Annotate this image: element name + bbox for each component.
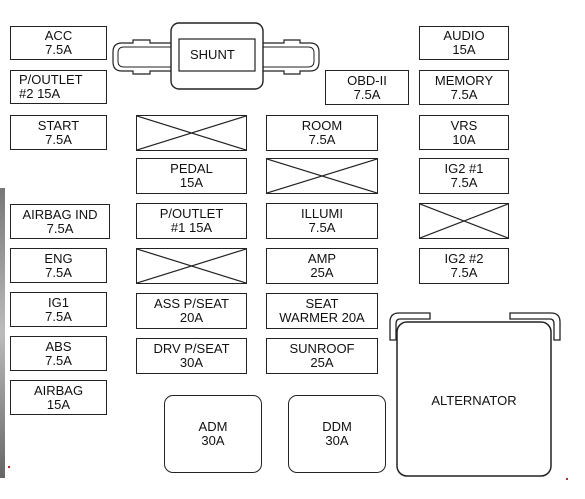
fuse-pedal[interactable]: PEDAL 15A (136, 158, 247, 194)
fuse-rating: 7.5A (46, 220, 74, 236)
fuse-name: AIRBAG (33, 382, 84, 398)
alternator-label: ALTERNATOR (431, 393, 517, 408)
fuse-name: IG1 (48, 294, 69, 310)
fuse-rating: 7.5A (450, 265, 478, 280)
shunt-left-connector-inner (117, 46, 171, 68)
fuse-audio[interactable]: AUDIO 15A (419, 26, 509, 60)
fuse-name: ROOM (301, 118, 343, 133)
fuse-ig2-1[interactable]: IG2 #1 7.5A (419, 158, 509, 194)
fuse-rating: 7.5A (45, 42, 72, 57)
fuse-name: P/OUTLET (159, 206, 224, 221)
fuse-name: ACC (44, 28, 73, 43)
fuse-rating: 7.5A (45, 308, 72, 324)
fuse-airbag-ind[interactable]: AIRBAG IND 7.5A (10, 204, 110, 239)
fuse-seat-warmer[interactable]: SEAT WARMER 20A (266, 293, 378, 329)
fuse-ddm[interactable]: DDM 30A (288, 395, 386, 473)
fuse-name: AIRBAG IND (22, 206, 98, 222)
left-edge-strip (0, 188, 5, 478)
fuse-rating: 30A (179, 355, 204, 370)
fuse-slot-empty (266, 158, 378, 194)
fuse-name: PEDAL (170, 161, 213, 176)
fuse-ig2-2[interactable]: IG2 #2 7.5A (419, 248, 509, 284)
fuse-name: ASS P/SEAT (154, 296, 229, 311)
fuse-name: START (37, 117, 80, 133)
fuse-ig1[interactable]: IG1 7.5A (10, 292, 107, 327)
fuse-rating: 30A (201, 433, 225, 448)
scan-artifact-dot (8, 466, 10, 468)
fuse-rating: 25A (310, 265, 334, 280)
fuse-adm[interactable]: ADM 30A (164, 395, 262, 473)
fuse-obd-ii[interactable]: OBD-II 7.5A (325, 70, 409, 105)
fuse-p-outlet-2[interactable]: P/OUTLET #2 15A (10, 70, 107, 104)
fuse-slot-empty (136, 248, 247, 284)
fuse-amp[interactable]: AMP 25A (266, 248, 378, 284)
fuse-name: AUDIO (443, 28, 485, 43)
fuse-rating: 7.5A (45, 131, 72, 147)
shunt-label: SHUNT (190, 47, 235, 62)
fuse-name: SEAT (305, 296, 339, 311)
fuse-slot-empty (136, 115, 247, 151)
fuse-rating: 20A (179, 310, 204, 325)
fuse-name: IG2 #2 (444, 251, 484, 266)
fuse-rating: 10A (452, 131, 476, 147)
fuse-name: DDM (322, 419, 352, 434)
fuse-room[interactable]: ROOM 7.5A (266, 115, 378, 151)
fuse-start[interactable]: START 7.5A (10, 115, 107, 150)
empty-slot-cross (137, 249, 246, 283)
fuse-name: ILLUMI (301, 206, 343, 221)
fuse-rating: 7.5A (308, 220, 336, 235)
fuse-drv-p-seat[interactable]: DRV P/SEAT 30A (136, 338, 247, 374)
fuse-memory[interactable]: MEMORY 7.5A (419, 70, 509, 105)
fuse-rating: 7.5A (45, 352, 72, 368)
fuse-rating: #2 15A (19, 86, 61, 101)
fuse-illumi[interactable]: ILLUMI 7.5A (266, 203, 378, 239)
shunt-right-connector (263, 39, 320, 75)
fuse-rating: 25A (310, 355, 334, 370)
fuse-rating: WARMER 20A (279, 310, 365, 325)
fuse-rating: 7.5A (450, 175, 478, 190)
shunt-left-connector (112, 39, 171, 75)
fuse-rating: 15A (46, 396, 71, 412)
fuse-slot-empty (419, 203, 509, 239)
empty-slot-cross (267, 159, 377, 193)
fuse-name: SUNROOF (289, 341, 355, 356)
empty-slot-cross (420, 204, 508, 238)
fuse-rating: 7.5A (353, 86, 381, 102)
fuse-acc[interactable]: ACC 7.5A (10, 26, 107, 60)
empty-slot-cross (137, 116, 246, 150)
fuse-rating: 15A (452, 42, 476, 57)
fuse-eng[interactable]: ENG 7.5A (10, 248, 107, 283)
fuse-airbag[interactable]: AIRBAG 15A (10, 380, 107, 415)
fuse-rating: 7.5A (308, 132, 336, 147)
fuse-abs[interactable]: ABS 7.5A (10, 336, 107, 371)
alternator-body (396, 321, 552, 477)
fuse-name: ADM (198, 419, 228, 434)
fuse-ass-p-seat[interactable]: ASS P/SEAT 20A (136, 293, 247, 329)
fuse-name: DRV P/SEAT (153, 341, 230, 356)
fuse-rating: 7.5A (450, 86, 478, 102)
fuse-p-outlet-1[interactable]: P/OUTLET #1 15A (136, 203, 247, 239)
fuse-rating: #1 15A (170, 220, 213, 235)
alternator-right-clip (509, 312, 561, 341)
fuse-name: OBD-II (347, 72, 387, 88)
fuse-name: ENG (44, 250, 73, 266)
fuse-rating: 30A (325, 433, 349, 448)
fuse-rating: 15A (179, 175, 204, 190)
fuse-name: P/OUTLET (19, 72, 83, 87)
shunt-inner-box (178, 38, 256, 72)
fuse-name: MEMORY (434, 72, 494, 88)
fuse-name: VRS (450, 117, 478, 133)
fuse-rating: 7.5A (45, 264, 72, 280)
fuse-name: ABS (45, 338, 72, 354)
shunt-right-connector-inner (263, 46, 315, 68)
fuse-vrs[interactable]: VRS 10A (419, 115, 509, 150)
scan-artifact-dot (566, 478, 568, 480)
fuse-name: AMP (307, 251, 337, 266)
fuse-sunroof[interactable]: SUNROOF 25A (266, 338, 378, 374)
fuse-name: IG2 #1 (444, 161, 484, 176)
alternator-left-clip (389, 312, 431, 341)
